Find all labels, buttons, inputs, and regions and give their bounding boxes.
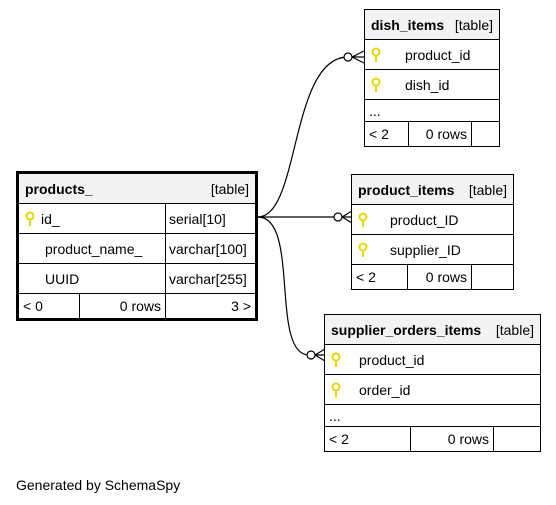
generator-credit: Generated by SchemaSpy [16,477,181,493]
column-name: product_id [359,351,425,368]
column-name: product_name_ [19,234,166,263]
column-row: UUID varchar[255] [19,264,255,294]
table-name: dish_items [371,16,445,33]
column-name: order_id [359,381,411,398]
table-header: product_items [table] [352,175,513,205]
table-footer: < 2 0 rows [352,265,513,289]
more-columns-text: ... [369,102,381,119]
column-row: id_ serial[10] [19,204,255,234]
primary-key-icon [352,212,374,228]
table-type-label: [table] [495,321,534,338]
children-count[interactable]: 3 > [231,298,251,314]
table-footer: < 2 0 rows [325,427,540,451]
column-name: dish_id [405,76,450,93]
column-name: product_id [405,46,471,63]
parents-count[interactable]: < 0 [19,294,80,318]
table-type-label: [table] [454,16,493,33]
table-dish-items[interactable]: dish_items [table] product_id dish_id ..… [364,9,500,147]
children-count[interactable] [472,122,499,146]
column-name: UUID [19,264,166,293]
table-type-label: [table] [210,180,249,197]
table-name: supplier_orders_items [331,321,482,338]
more-columns-text: ... [329,407,341,424]
table-products[interactable]: products_ [table] id_ serial[10] product… [16,171,258,321]
marker-dish-items [343,50,365,64]
column-row: supplier_ID [352,235,513,265]
table-footer: < 0 0 rows 3 > [19,294,255,318]
column-row: product_name_ varchar[100] [19,234,255,264]
table-type-label: [table] [468,181,507,198]
more-columns-row: ... [365,100,499,122]
column-row: product_ID [352,205,513,235]
table-name: products_ [25,180,93,197]
row-count: 0 rows [80,294,166,318]
parents-count[interactable]: < 2 [365,122,409,146]
edge-products-dish-items [257,56,349,218]
column-type: varchar[255] [169,270,247,287]
primary-key-icon [352,242,374,258]
primary-key-icon [365,47,387,63]
column-row: product_id [325,345,540,375]
table-product-items[interactable]: product_items [table] product_ID supplie… [351,174,514,290]
table-header: products_ [table] [19,174,255,204]
parents-count[interactable]: < 2 [352,265,408,289]
more-columns-row: ... [325,405,540,427]
children-count[interactable] [494,427,540,451]
edge-products-supplier-orders [257,216,310,356]
row-count: 0 rows [411,427,494,451]
column-row: product_id [365,40,499,70]
column-row: dish_id [365,70,499,100]
column-name: supplier_ID [390,241,461,258]
column-name: id_ [41,210,60,227]
table-supplier-orders-items[interactable]: supplier_orders_items [table] product_id… [324,314,541,452]
primary-key-icon [325,352,347,368]
column-name-cell: id_ [19,204,166,233]
parents-count[interactable]: < 2 [325,427,411,451]
column-row: order_id [325,375,540,405]
table-footer: < 2 0 rows [365,122,499,146]
row-count: 0 rows [408,265,472,289]
marker-product-items [333,210,353,224]
table-name: product_items [358,181,455,198]
column-type: varchar[100] [169,240,247,257]
marker-supplier-orders [306,348,326,362]
primary-key-icon [19,211,41,227]
table-header: supplier_orders_items [table] [325,315,540,345]
column-type: serial[10] [169,210,226,227]
children-count[interactable] [472,265,513,289]
table-header: dish_items [table] [365,10,499,40]
primary-key-icon [365,77,387,93]
primary-key-icon [325,382,347,398]
row-count: 0 rows [409,122,472,146]
column-name: product_ID [390,211,459,228]
